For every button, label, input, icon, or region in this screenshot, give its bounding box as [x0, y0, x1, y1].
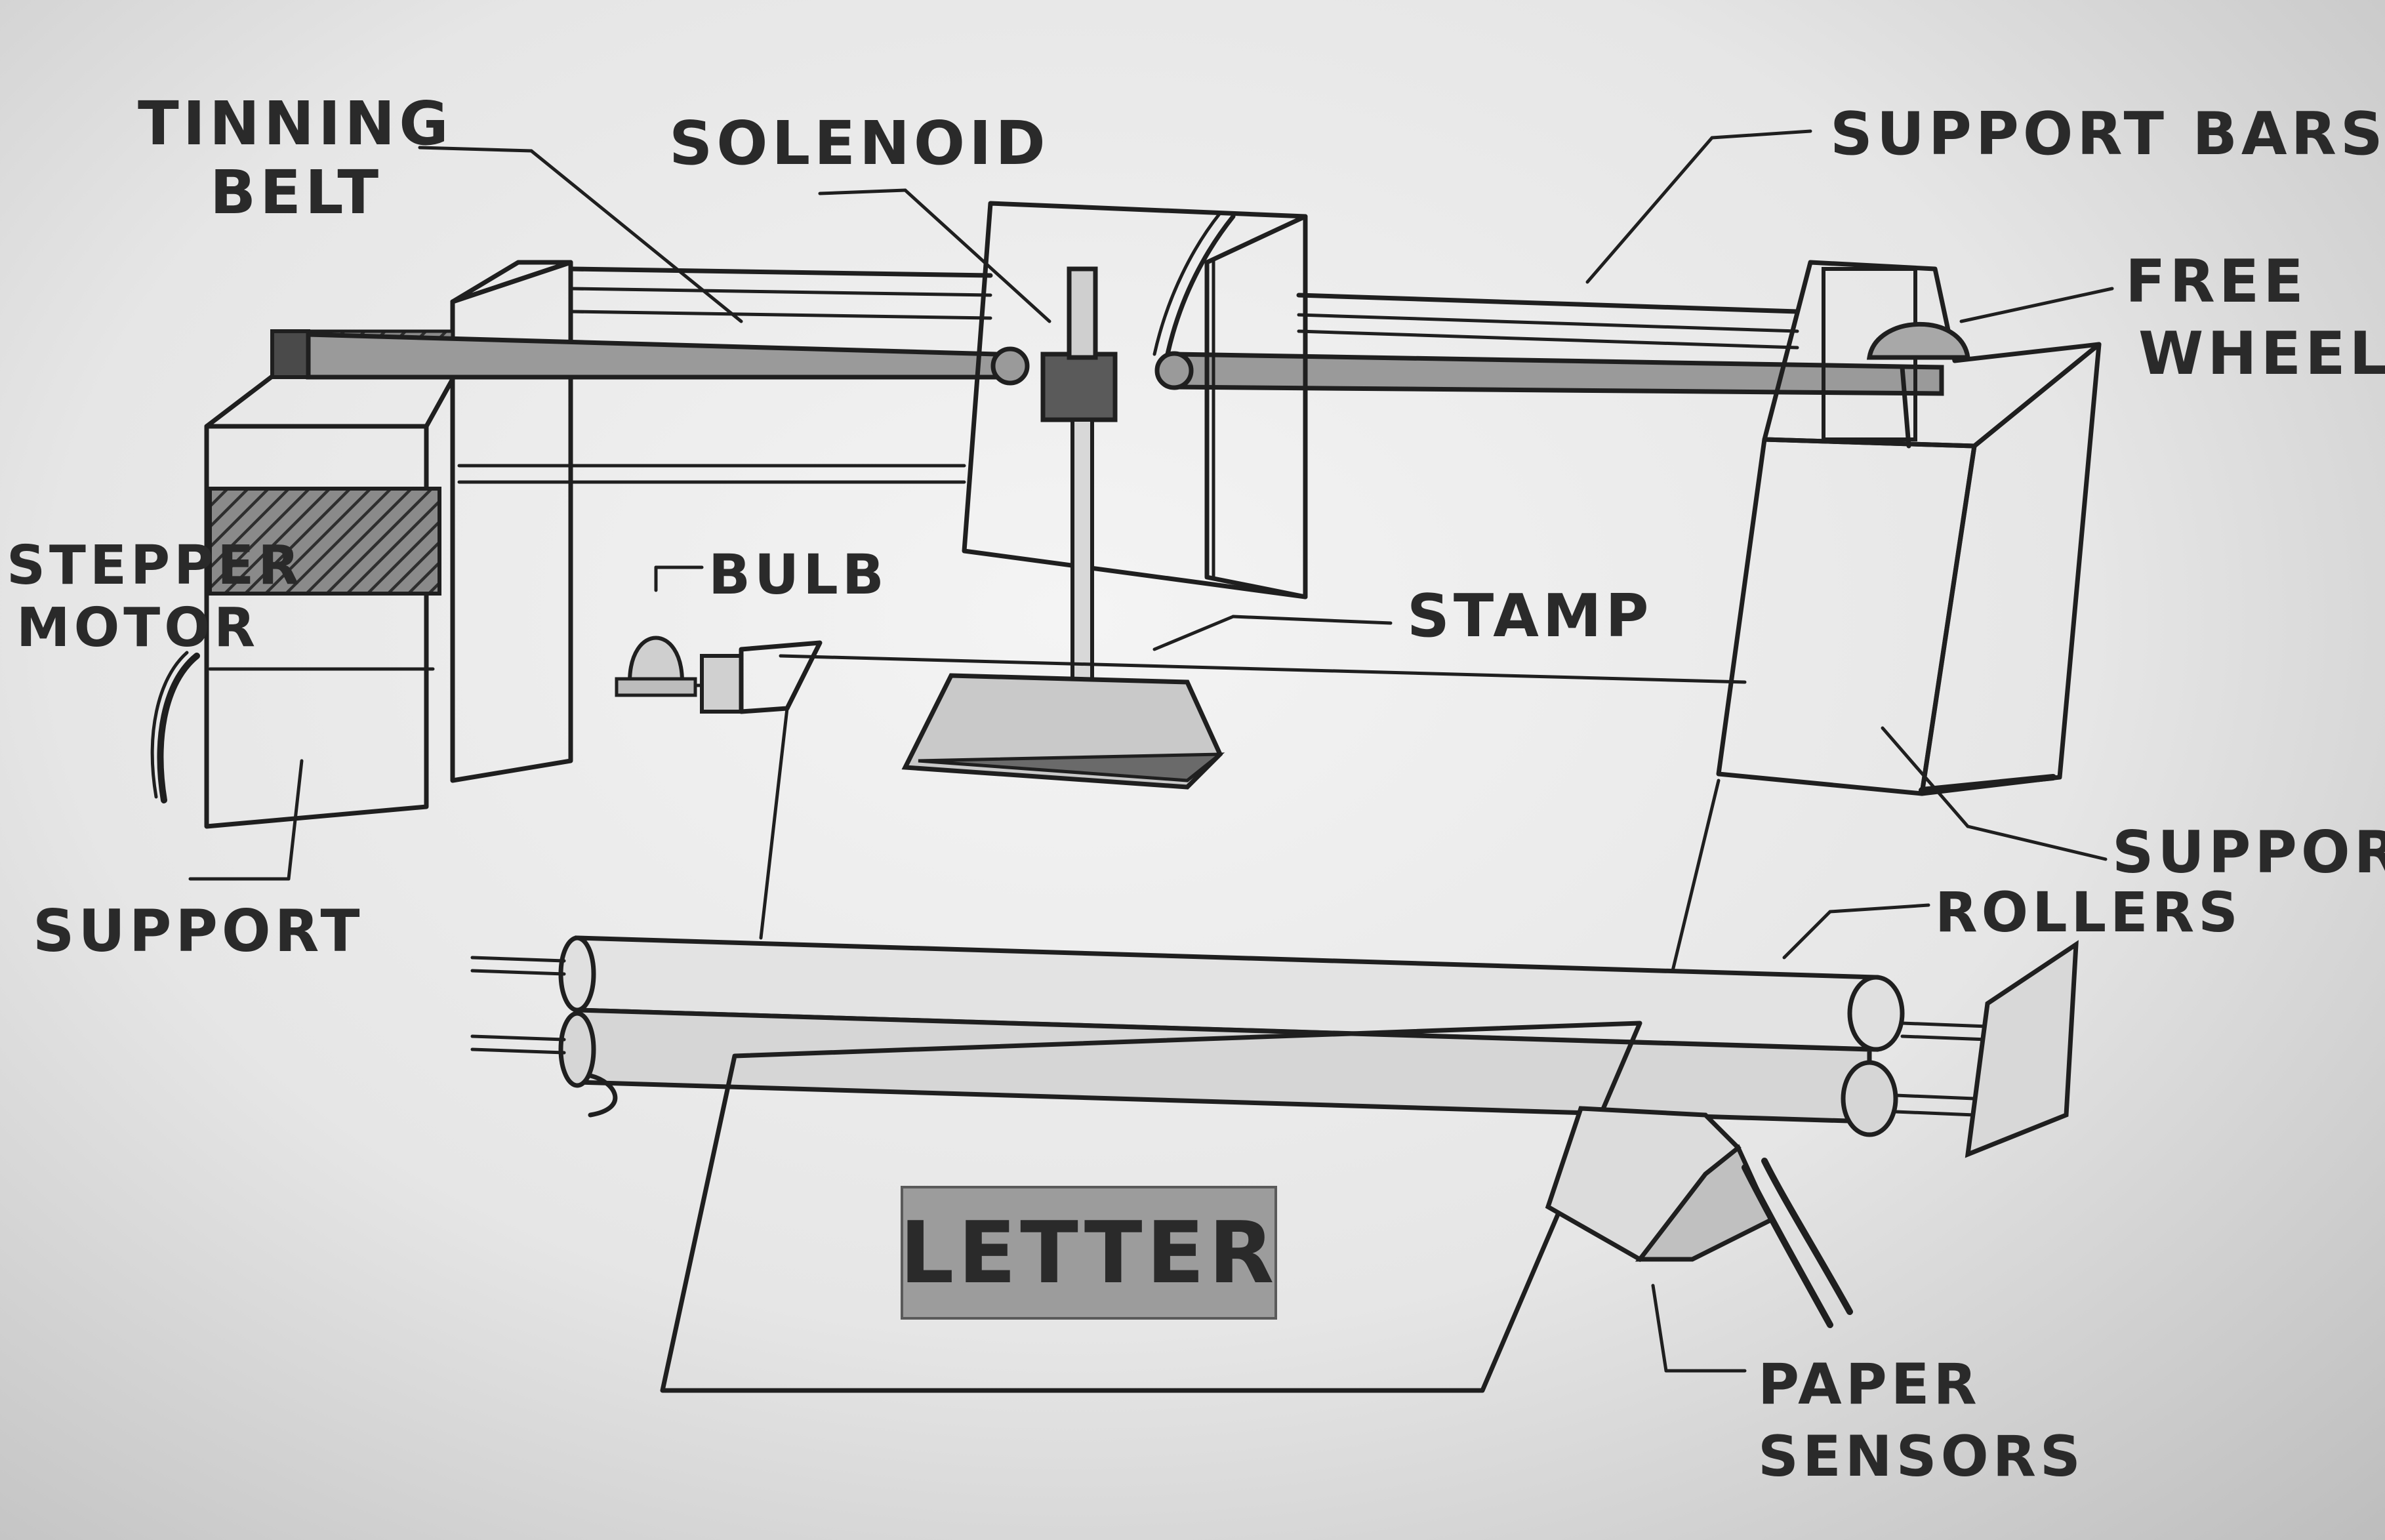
carriage-plate	[964, 203, 1305, 597]
solenoid-top	[1069, 269, 1095, 357]
timing-belt-label-line2: BELT	[210, 157, 382, 228]
stamp-pad	[905, 676, 1220, 787]
bulb-label: BULB	[708, 542, 888, 607]
free-wheel-label-line1: FREE	[2125, 247, 2308, 316]
right-support-front	[1719, 439, 1974, 794]
support-right-label: SUPPORT	[2112, 819, 2385, 886]
motor-cable	[160, 656, 197, 800]
stamp-label: STAMP	[1407, 582, 1652, 651]
rollers-label: ROLLERS	[1935, 880, 2242, 944]
solenoid-carriage	[964, 203, 1305, 723]
stepper-motor-label-line1: STEPPER	[7, 535, 303, 597]
timing-belt-label-line1: TINNING	[138, 89, 453, 159]
support-left-label: SUPPORT	[33, 897, 363, 965]
paper-sensors-label-line2: SENSORS	[1758, 1424, 2085, 1489]
bulb	[630, 638, 682, 683]
paper-sensors	[1548, 1108, 1850, 1325]
solenoid-label: SOLENOID	[669, 108, 1050, 178]
support-bars-label: SUPPORT BARS	[1830, 100, 2385, 169]
solenoid-body	[1043, 354, 1115, 420]
right-support	[1719, 262, 2099, 794]
motor-pulley	[272, 331, 308, 377]
paper-sensors-label-line1: PAPER	[1758, 1352, 1981, 1417]
rollers	[472, 938, 2076, 1154]
stepper-motor-label-line2: MOTOR	[16, 597, 259, 659]
letter-label: LETTER	[900, 1203, 1278, 1303]
free-wheel-label-line2: WHEEL	[2138, 319, 2385, 388]
free-wheel	[1869, 324, 1968, 357]
support-bars	[571, 269, 1797, 348]
roller-end-plate	[1968, 944, 2076, 1154]
